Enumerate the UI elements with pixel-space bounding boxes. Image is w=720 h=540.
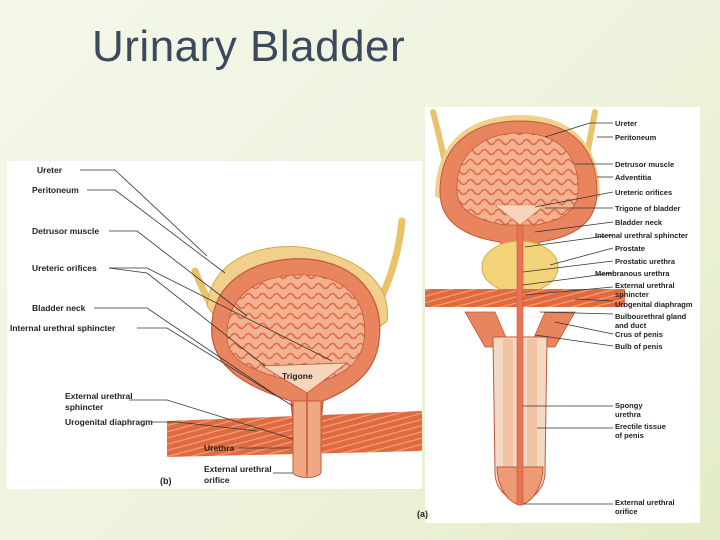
a-label-urogenital-diaphragm: Urogenital diaphragm [615, 300, 693, 309]
a-label-bulbourethral-gland-2: and duct [615, 321, 647, 330]
figure-a-illustration: Ureter Peritoneum Detrusor muscle Advent… [425, 107, 700, 523]
a-erectile-left [503, 339, 513, 469]
a-label-external-urethral-orifice-2: orifice [615, 507, 638, 516]
a-label-external-urethral-orifice-1: External urethral [615, 498, 675, 507]
a-label-bladder-neck: Bladder neck [615, 218, 663, 227]
label-urogenital-diaphragm: Urogenital diaphragm [65, 417, 153, 427]
a-label-adventitia: Adventitia [615, 173, 652, 182]
label-external-urethral-orifice-1: External urethral [204, 464, 272, 474]
a-label-crus-of-penis: Crus of penis [615, 330, 663, 339]
a-label-bulbourethral-gland-1: Bulbourethral gland [615, 312, 687, 321]
a-label-ureter: Ureter [615, 119, 637, 128]
panel-letter-b: (b) [160, 476, 172, 486]
label-detrusor-muscle: Detrusor muscle [32, 226, 99, 236]
a-label-bulb-of-penis: Bulb of penis [615, 342, 663, 351]
slide-title: Urinary Bladder [92, 22, 405, 72]
label-ureteric-orifices: Ureteric orifices [32, 263, 97, 273]
a-label-spongy-urethra-2: urethra [615, 410, 642, 419]
figure-b-panel: Ureter Peritoneum Detrusor muscle Ureter… [7, 161, 422, 489]
a-urogenital-diaphragm [425, 289, 625, 307]
a-label-internal-urethral-sphincter: Internal urethral sphincter [595, 231, 688, 240]
label-external-urethral-orifice-2: orifice [204, 475, 230, 485]
a-label-erectile-tissue-2: of penis [615, 431, 644, 440]
a-label-trigone-of-bladder: Trigone of bladder [615, 204, 681, 213]
label-external-urethral-sphincter-1: External urethral [65, 391, 133, 401]
a-label-peritoneum: Peritoneum [615, 133, 657, 142]
a-label-external-urethral-sphincter-1: External urethral [615, 281, 675, 290]
label-external-urethral-sphincter-2: sphincter [65, 402, 104, 412]
figure-b-illustration: Ureter Peritoneum Detrusor muscle Ureter… [7, 161, 422, 489]
label-ureter: Ureter [37, 165, 63, 175]
figure-a-panel: Ureter Peritoneum Detrusor muscle Advent… [425, 107, 700, 523]
a-label-prostatic-urethra: Prostatic urethra [615, 257, 676, 266]
a-label-spongy-urethra-1: Spongy [615, 401, 643, 410]
a-label-membranous-urethra: Membranous urethra [595, 269, 670, 278]
a-label-prostate: Prostate [615, 244, 645, 253]
label-urethra: Urethra [204, 443, 235, 453]
label-bladder-neck: Bladder neck [32, 303, 86, 313]
a-label-external-urethral-sphincter-2: sphincter [615, 290, 649, 299]
a-label-ureteric-orifices: Ureteric orifices [615, 188, 672, 197]
a-urethra [517, 225, 523, 505]
a-label-erectile-tissue-1: Erectile tissue [615, 422, 666, 431]
a-erectile-right [527, 339, 537, 469]
label-peritoneum: Peritoneum [32, 185, 79, 195]
label-internal-urethral-sphincter: Internal urethral sphincter [10, 323, 116, 333]
panel-letter-a: (a) [417, 509, 428, 519]
label-trigone: Trigone [282, 371, 313, 381]
a-label-detrusor-muscle: Detrusor muscle [615, 160, 674, 169]
